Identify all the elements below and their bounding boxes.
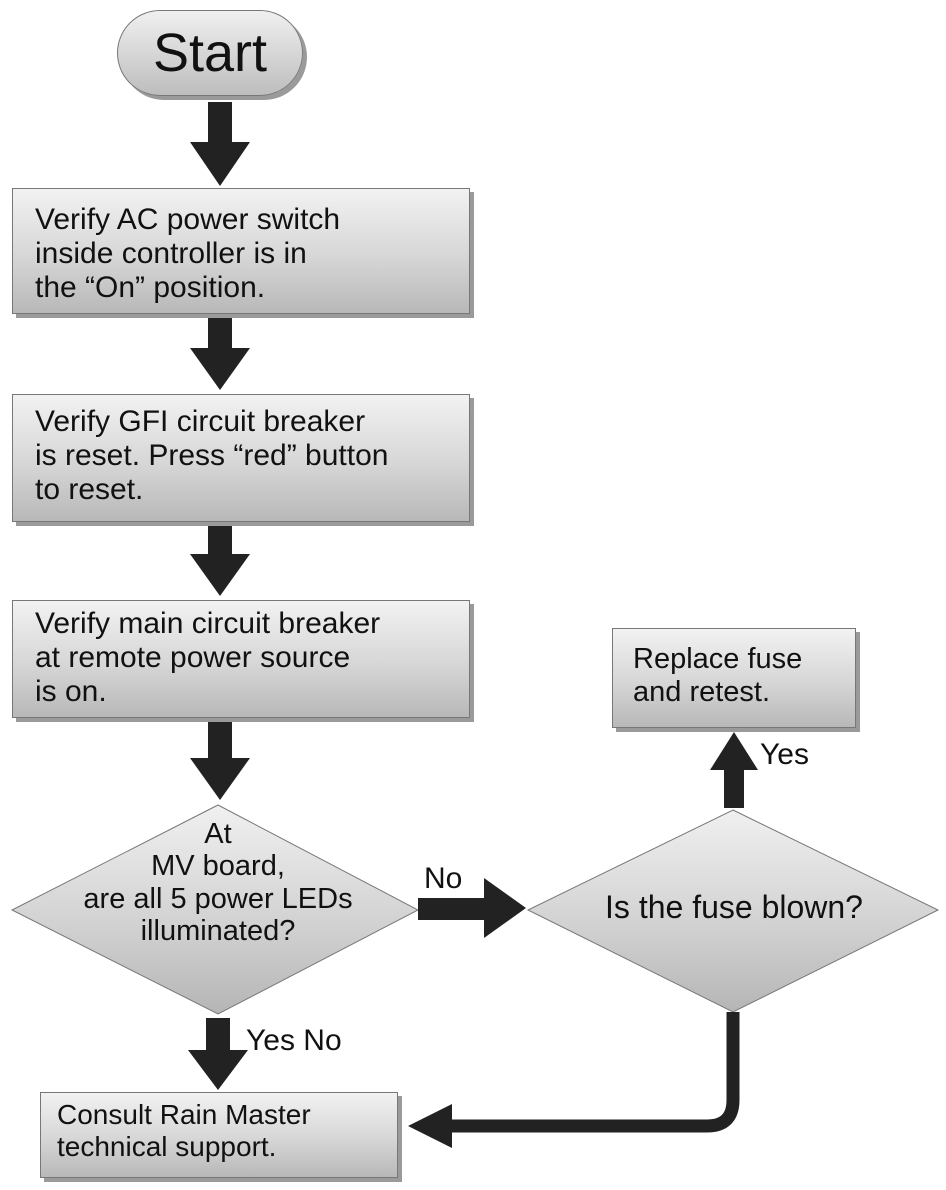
arrow-fuse-to-consult bbox=[408, 1012, 740, 1148]
decision-leds-text: At MV board, are all 5 power LEDs illumi… bbox=[48, 818, 388, 948]
arrow-yes-to-replace-fuse bbox=[710, 732, 758, 808]
decision-leds-line3: are all 5 power LEDs bbox=[83, 882, 353, 915]
decision-leds-diamond bbox=[10, 804, 420, 1015]
arrow-leds-to-consult bbox=[188, 1018, 248, 1090]
step3-line1: Verify main circuit breaker bbox=[35, 607, 381, 640]
step-consult-support: Consult Rain Master technical support. bbox=[40, 1092, 398, 1178]
label-yes-up: Yes bbox=[760, 738, 809, 771]
arrow-start-to-step1 bbox=[190, 102, 250, 186]
decision-leds-line1: At bbox=[204, 818, 232, 850]
step-verify-gfi-breaker: Verify GFI circuit breaker is reset. Pre… bbox=[12, 394, 470, 522]
step-verify-main-breaker: Verify main circuit breaker at remote po… bbox=[12, 600, 470, 718]
arrow-step3-to-decision bbox=[190, 722, 250, 800]
decision-fuse-text: Is the fuse blown? bbox=[548, 889, 920, 926]
consult-line1: Consult Rain Master bbox=[57, 1099, 311, 1130]
step1-line2: inside controller is in bbox=[35, 236, 307, 270]
step-replace-fuse: Replace fuse and retest. bbox=[612, 628, 856, 728]
step2-line2: is reset. Press “red” button bbox=[35, 438, 389, 472]
step2-line1: Verify GFI circuit breaker bbox=[35, 405, 366, 438]
decision-leds-line4: illuminated? bbox=[140, 915, 296, 948]
arrow-step1-to-step2 bbox=[190, 318, 250, 390]
start-label: Start bbox=[152, 23, 268, 83]
arrow-step2-to-step3 bbox=[190, 526, 250, 596]
step3-line3: is on. bbox=[35, 674, 107, 708]
decision-fuse-label: Is the fuse blown? bbox=[605, 889, 863, 925]
label-yes-no-down: Yes No bbox=[246, 1024, 342, 1057]
replace-line2: and retest. bbox=[633, 675, 771, 708]
step2-line3: to reset. bbox=[35, 472, 144, 506]
step3-line2: at remote power source bbox=[35, 640, 351, 674]
step1-line3: the “On” position. bbox=[35, 270, 266, 304]
label-no-right: No bbox=[424, 862, 463, 895]
start-terminal: Start bbox=[117, 10, 303, 96]
decision-leds-line2: MV board, bbox=[151, 850, 285, 883]
arrow-no-to-fuse bbox=[418, 878, 526, 938]
step-verify-ac-power: Verify AC power switch inside controller… bbox=[12, 188, 470, 314]
consult-line2: technical support. bbox=[57, 1130, 277, 1162]
replace-line1: Replace fuse bbox=[633, 643, 803, 675]
step1-line1: Verify AC power switch bbox=[35, 203, 341, 236]
